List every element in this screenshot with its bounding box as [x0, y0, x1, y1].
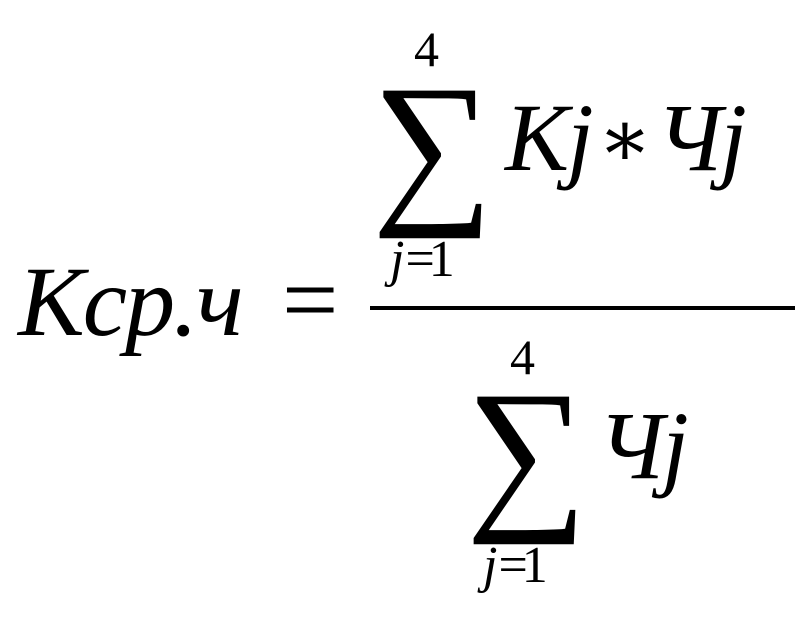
denominator-lower-limit: j =1 [483, 537, 548, 594]
denominator-upper-limit: 4 [510, 329, 535, 385]
denominator-lower-index: j [483, 537, 498, 594]
denominator-term: Чj [598, 392, 689, 499]
numerator-lower-start: 1 [428, 231, 455, 288]
numerator-term: Kj∗Чj [505, 90, 747, 186]
numerator-lower-equals: = [405, 231, 434, 288]
numerator-lower-index: j [390, 231, 405, 288]
formula-lhs: Kср.ч [18, 246, 244, 357]
numerator-sum-symbol: ∑ [372, 51, 494, 239]
equals-sign: = [282, 244, 339, 355]
numerator-factor-left: Kj [505, 84, 594, 191]
denominator-lower-start: 1 [521, 537, 548, 594]
denominator-sum-symbol: ∑ [466, 357, 588, 545]
numerator-upper-limit: 4 [414, 21, 439, 77]
denominator-lower-equals: = [498, 537, 527, 594]
fraction-bar [370, 306, 795, 310]
multiply-operator: ∗ [597, 96, 652, 184]
numerator-lower-limit: j =1 [390, 231, 455, 288]
numerator-factor-right: Чj [656, 84, 747, 191]
